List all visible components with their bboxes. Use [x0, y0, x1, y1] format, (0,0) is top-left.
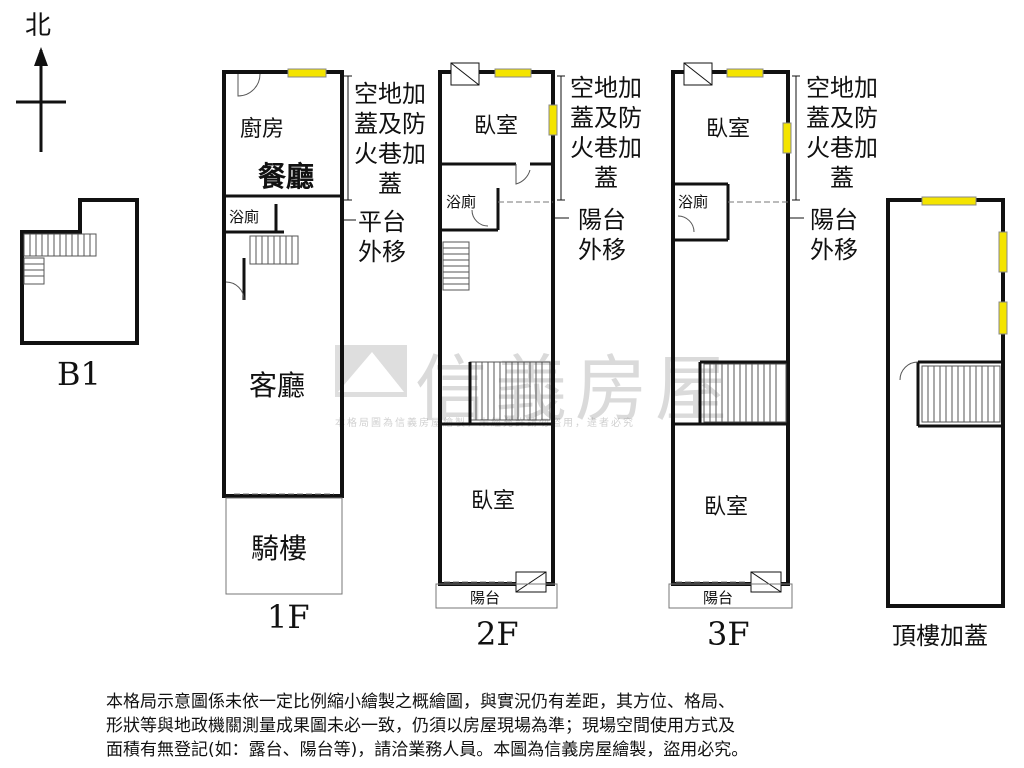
svg-text:外移: 外移 [810, 236, 858, 264]
room-living: 客廳 [249, 369, 305, 402]
room-bath-2f: 浴廁 [446, 193, 476, 211]
svg-text:蓋: 蓋 [594, 164, 618, 192]
window-icon [548, 104, 558, 136]
disclaimer-line-2: 形狀等與地政機關測量成果圖未必一致，仍須以房屋現場為準；現場空間使用方式及 [106, 716, 735, 736]
note-open-space-2f: 空地加 蓋及防 火巷加 蓋 [570, 74, 642, 192]
window-icon [998, 301, 1008, 335]
floor-plan-drawing: 北 B1 [16, 11, 1008, 653]
floor-b1-label: B1 [57, 355, 101, 393]
watermark-brand: 信義房屋 [415, 347, 736, 431]
skylight-icon [750, 571, 782, 593]
skylight-icon [683, 62, 713, 86]
room-dining: 餐廳 [258, 160, 314, 193]
floor-1f-label: 1F [267, 598, 310, 636]
window-icon [998, 231, 1008, 273]
svg-text:空地加: 空地加 [354, 80, 426, 108]
door-icon [515, 164, 531, 185]
disclaimer-line-1: 本格局示意圖係未依一定比例縮小繪製之概繪圖，與實況仍有差距，其方位、格局、 [106, 692, 735, 712]
floor-1f-plan [222, 68, 356, 595]
room-bedroom-rear-3f: 臥室 [704, 495, 748, 520]
svg-text:蓋及防: 蓋及防 [570, 104, 642, 132]
svg-text:陽台: 陽台 [578, 206, 626, 234]
door-icon [899, 361, 919, 381]
room-balcony-2f: 陽台 [470, 589, 500, 607]
svg-text:空地加: 空地加 [806, 74, 878, 102]
note-balcony-2f: 陽台 外移 [578, 206, 626, 264]
svg-text:蓋: 蓋 [378, 170, 402, 198]
window-icon [494, 68, 532, 78]
svg-text:火巷加: 火巷加 [570, 134, 642, 162]
skylight-icon [515, 571, 547, 593]
svg-text:蓋及防: 蓋及防 [354, 110, 426, 138]
floor-3f-label: 3F [707, 615, 750, 653]
floor-2f-label: 2F [476, 615, 519, 653]
room-bedroom-rear-2f: 臥室 [471, 489, 515, 514]
room-bath-3f: 浴廁 [678, 193, 708, 211]
svg-text:火巷加: 火巷加 [354, 140, 426, 168]
north-label: 北 [25, 11, 51, 41]
note-open-space-1f: 空地加 蓋及防 火巷加 蓋 [354, 80, 426, 198]
door-icon [237, 73, 261, 97]
room-bath: 浴廁 [229, 208, 259, 226]
floor-2f-plan [435, 62, 569, 609]
svg-text:空地加: 空地加 [570, 74, 642, 102]
svg-text:外移: 外移 [358, 238, 406, 266]
room-arcade: 騎樓 [251, 532, 307, 565]
svg-text:陽台: 陽台 [810, 206, 858, 234]
staircase-icon [249, 235, 299, 265]
room-kitchen: 廚房 [240, 117, 284, 142]
floor-3f-plan [668, 62, 804, 609]
floor-roof-label: 頂樓加蓋 [892, 622, 988, 650]
window-icon [782, 122, 792, 154]
floor-roof-plan [886, 196, 1008, 608]
note-open-space-3f: 空地加 蓋及防 火巷加 蓋 [806, 74, 878, 192]
door-icon [677, 215, 695, 233]
north-arrow-icon [16, 47, 66, 152]
svg-text:平台: 平台 [358, 208, 406, 236]
svg-text:蓋及防: 蓋及防 [806, 104, 878, 132]
window-icon [726, 68, 764, 78]
room-bedroom-front-2f: 臥室 [474, 114, 518, 139]
skylight-icon [450, 62, 480, 86]
note-balcony-3f: 陽台 外移 [810, 206, 858, 264]
note-platform-1f: 平台 外移 [358, 208, 406, 266]
svg-text:火巷加: 火巷加 [806, 134, 878, 162]
window-icon [287, 68, 327, 78]
disclaimer-line-3: 面積有無登記(如：露台、陽台等)，請洽業務人員。本圖為信義房屋繪製，盜用必究。 [106, 740, 749, 760]
room-bedroom-front-3f: 臥室 [706, 117, 750, 142]
staircase-icon [442, 241, 551, 421]
room-balcony-3f: 陽台 [703, 589, 733, 607]
door-icon [471, 209, 489, 227]
door-icon [225, 281, 245, 301]
watermark-logo [335, 345, 407, 397]
floor-b1-plan [20, 198, 139, 345]
staircase-icon [703, 363, 787, 423]
svg-text:蓋: 蓋 [830, 164, 854, 192]
staircase-icon [921, 365, 1001, 423]
window-icon [921, 196, 977, 206]
svg-text:外移: 外移 [578, 236, 626, 264]
